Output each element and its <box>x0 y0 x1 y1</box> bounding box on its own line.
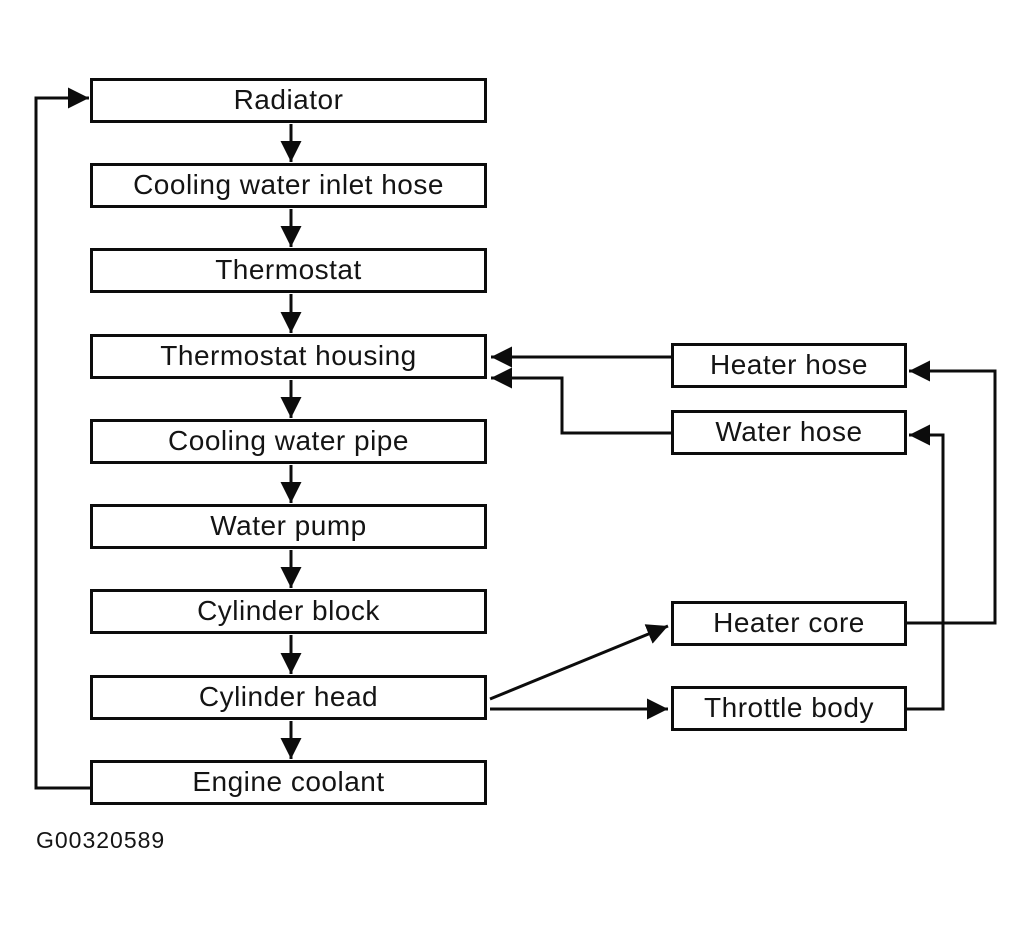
node-thermostat: Thermostat <box>90 248 487 293</box>
edge-water-hose-to-thermostat-housing <box>491 367 671 435</box>
node-cylinder-head-label: Cylinder head <box>198 680 379 712</box>
node-heater-hose: Heater hose <box>671 343 907 388</box>
node-cooling-water-pipe: Cooling water pipe <box>90 419 487 464</box>
node-throttle-body: Throttle body <box>671 686 907 731</box>
edge-throttle-body-to-water-hose <box>905 424 945 711</box>
node-thermostat-housing: Thermostat housing <box>90 334 487 379</box>
node-engine-coolant-label: Engine coolant <box>192 765 385 797</box>
node-thermostat-housing-label: Thermostat housing <box>160 339 417 371</box>
node-cylinder-block: Cylinder block <box>90 589 487 634</box>
node-thermostat-label: Thermostat <box>215 253 362 285</box>
node-heater-core-label: Heater core <box>713 606 865 638</box>
edge-heater-core-to-heater-hose <box>905 360 997 625</box>
node-cooling-water-inlet-hose-label: Cooling water inlet hose <box>133 168 444 200</box>
edge-engine-coolant-to-radiator <box>34 87 90 790</box>
node-water-hose: Water hose <box>671 410 907 455</box>
node-heater-core: Heater core <box>671 601 907 646</box>
node-heater-hose-label: Heater hose <box>709 348 869 380</box>
node-radiator-label: Radiator <box>233 83 344 115</box>
node-cooling-water-pipe-label: Cooling water pipe <box>168 424 409 456</box>
figure-id-label: G00320589 <box>36 827 166 853</box>
node-cylinder-head: Cylinder head <box>90 675 487 720</box>
node-engine-coolant: Engine coolant <box>90 760 487 805</box>
node-water-pump: Water pump <box>90 504 487 549</box>
edge-cylinder-head-to-heater-core <box>489 624 669 701</box>
node-water-pump-label: Water pump <box>210 509 367 541</box>
node-cooling-water-inlet-hose: Cooling water inlet hose <box>90 163 487 208</box>
node-cylinder-block-label: Cylinder block <box>197 594 380 626</box>
node-throttle-body-label: Throttle body <box>704 691 874 723</box>
node-radiator: Radiator <box>90 78 487 123</box>
node-water-hose-label: Water hose <box>715 415 863 447</box>
